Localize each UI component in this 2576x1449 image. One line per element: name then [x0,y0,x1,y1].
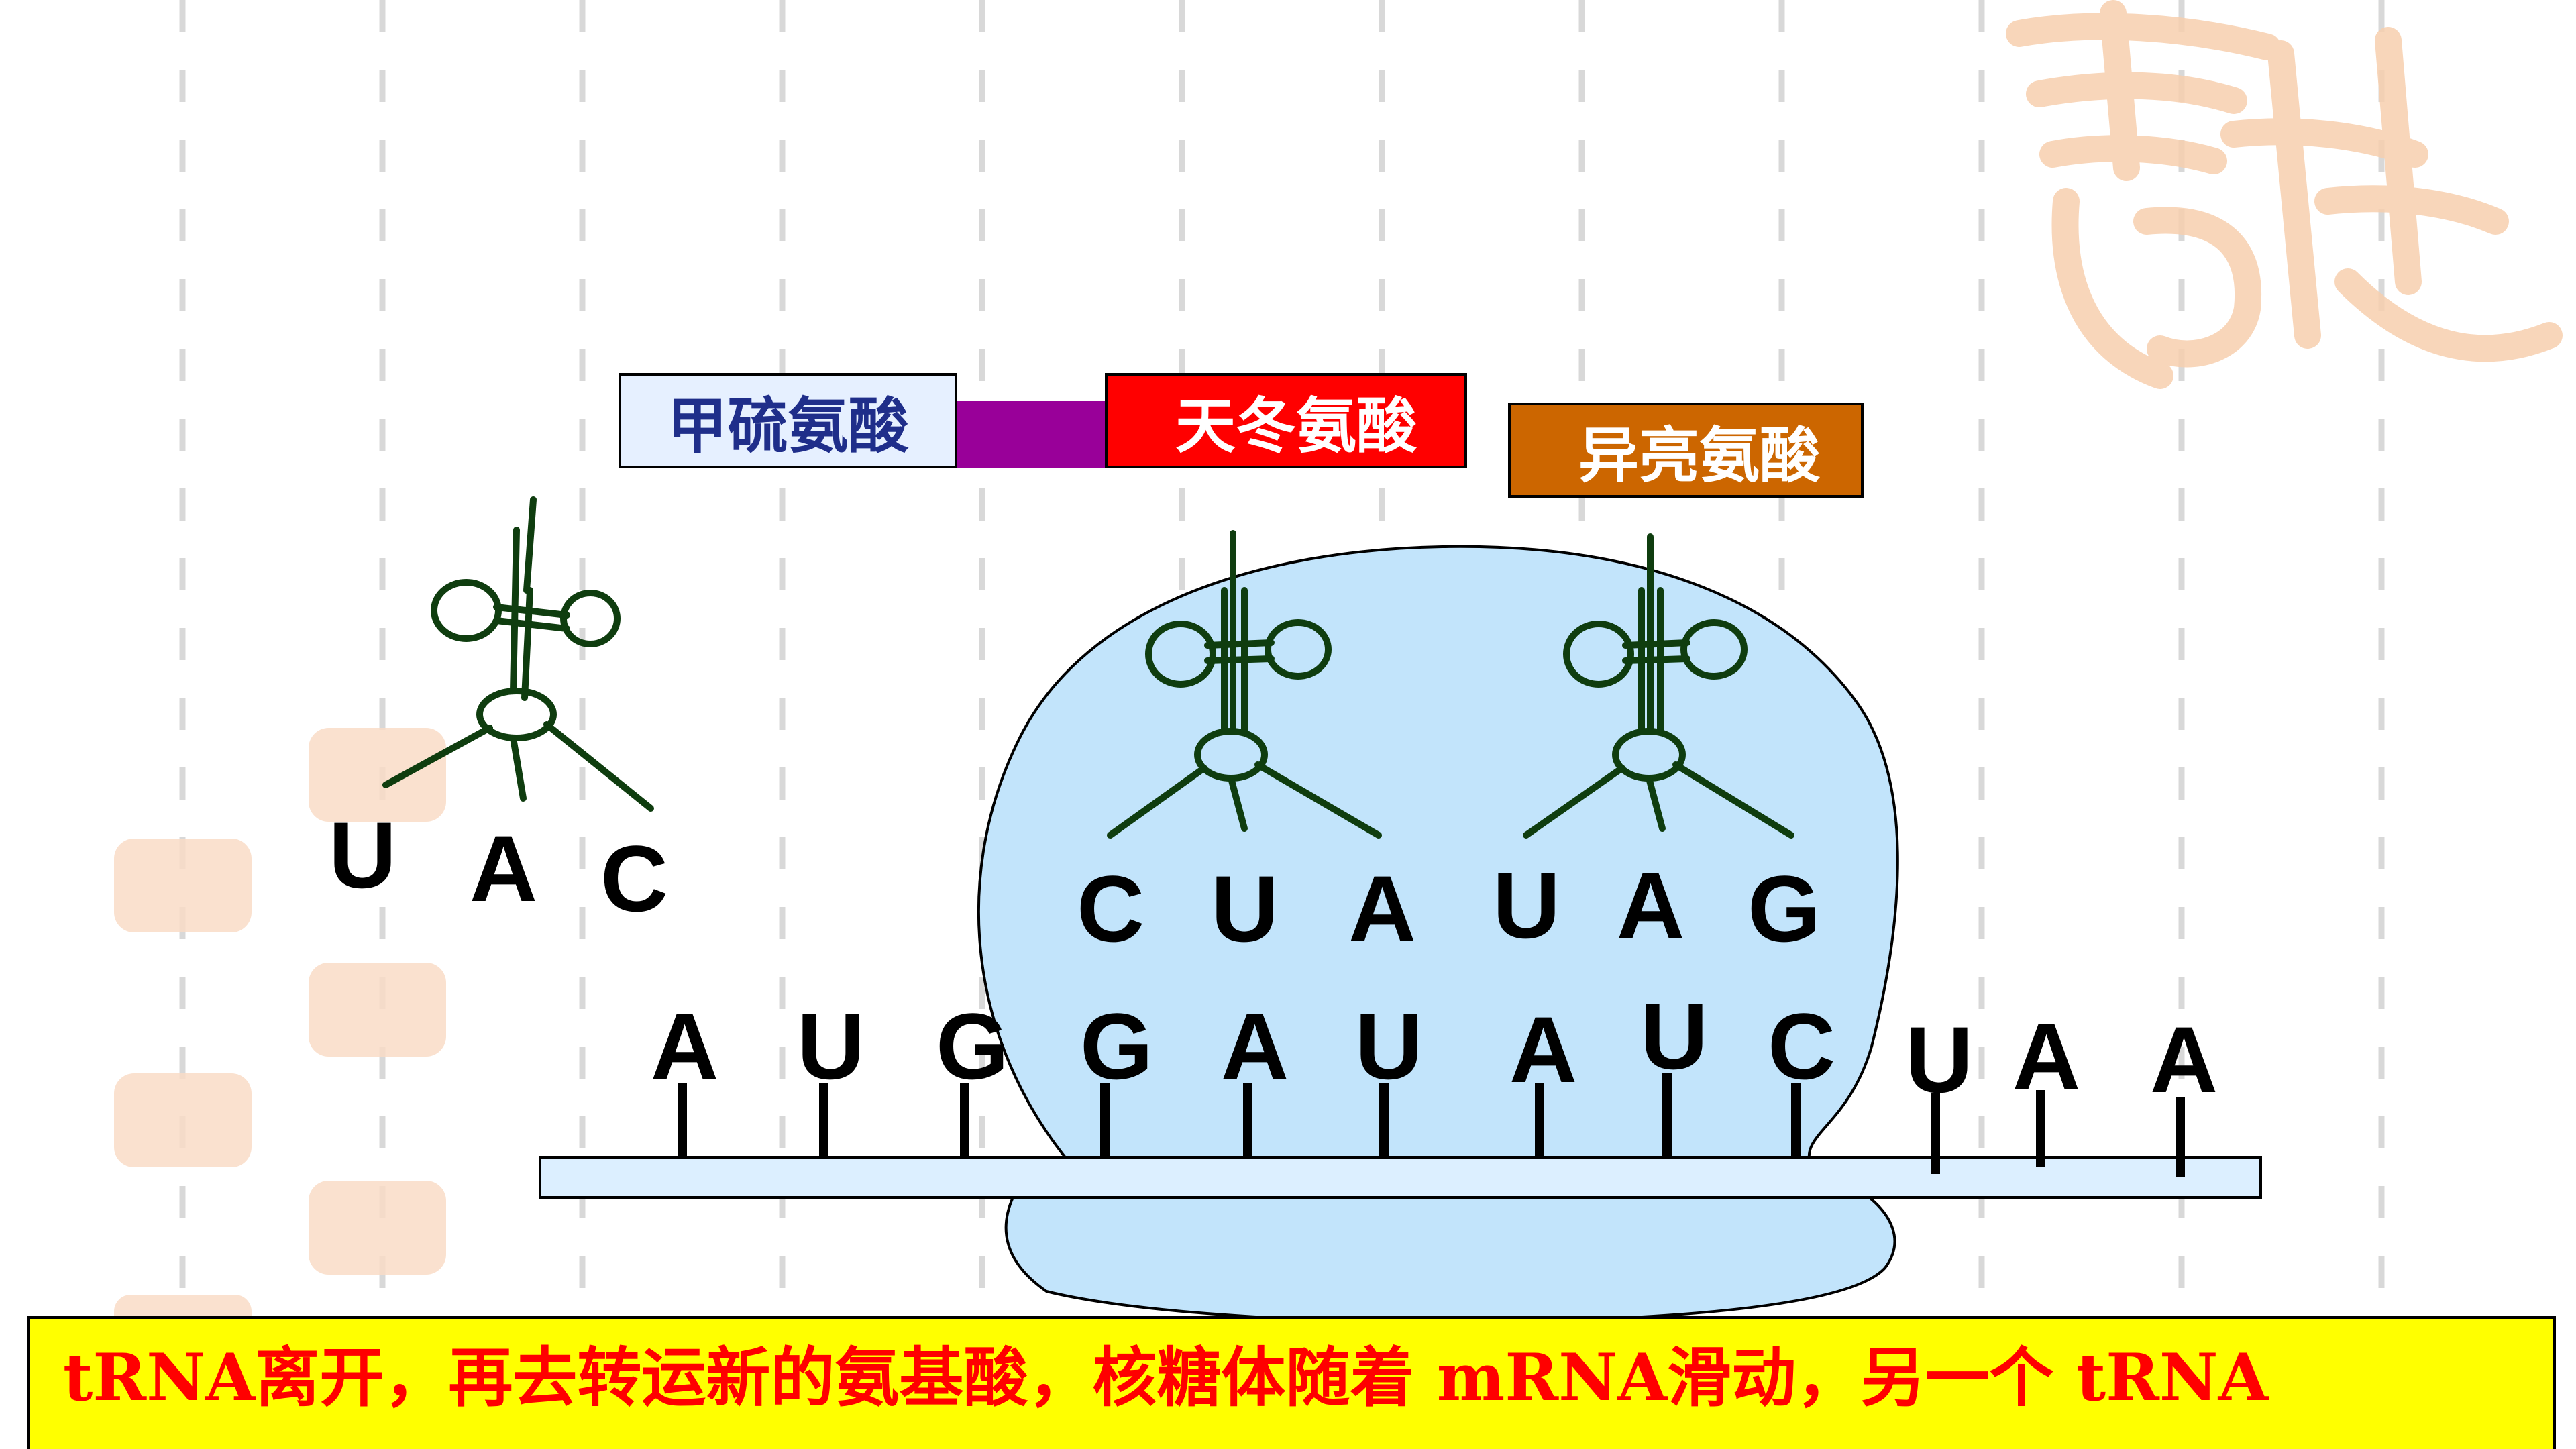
amino-acid-met-label: 甲硫氨酸 [667,390,909,462]
anticodon-p-site-3: A [1348,856,1417,961]
anticodon-p-site-2: U [1211,856,1279,961]
caption-banner: tRNA离开，再去转运新的氨基酸，核糖体随着 mRNA滑动，另一个 tRNA [27,1316,2556,1449]
anticodon-a-site-3: G [1748,856,1821,961]
mrna-base: A [1509,997,1578,1102]
anticodon-released-3: C [600,826,669,931]
caption-line-1: tRNA离开，再去转运新的氨基酸，核糖体随着 mRNA滑动，另一个 tRNA [63,1340,2269,1415]
mrna-base-ticks [678,1073,2185,1177]
amino-acid-asp-label: 天冬氨酸 [1175,390,1417,462]
mrna-base: G [1080,994,1153,1099]
anticodon-a-site-2: A [1617,853,1685,958]
amino-acid-ile: 异亮氨酸 [1508,402,1864,498]
mrna-base: A [2150,1007,2218,1112]
peptide-bond [957,401,1105,468]
trna-a-site [1523,533,1794,839]
anticodon-a-site-1: U [1493,853,1561,958]
watermark-calligraphy [2006,0,2563,389]
mrna-base: G [936,994,1009,1099]
ribosome-small-subunit [1004,1192,1896,1324]
mrna-base: U [1905,1007,1974,1112]
anticodon-p-site-1: C [1077,856,1145,961]
mrna-base: C [1768,994,1836,1099]
amino-acid-met: 甲硫氨酸 [619,373,957,468]
mrna-base: A [1221,994,1289,1099]
anticodon-released-1: U [329,802,397,908]
mrna-base: U [797,994,865,1099]
ribosome-large-subunit [977,545,1899,1169]
mrna-base: U [1355,994,1424,1099]
mrna-base: U [1640,983,1709,1089]
amino-acid-asp: 天冬氨酸 [1105,373,1467,468]
mrna-strand [539,1156,2262,1199]
trna-released [382,496,654,812]
anticodon-released-2: A [470,816,538,921]
mrna-base: A [651,994,719,1099]
trna-p-site [1107,530,1382,839]
mrna-base: A [2012,1004,2081,1109]
amino-acid-ile-label: 异亮氨酸 [1578,420,1820,491]
